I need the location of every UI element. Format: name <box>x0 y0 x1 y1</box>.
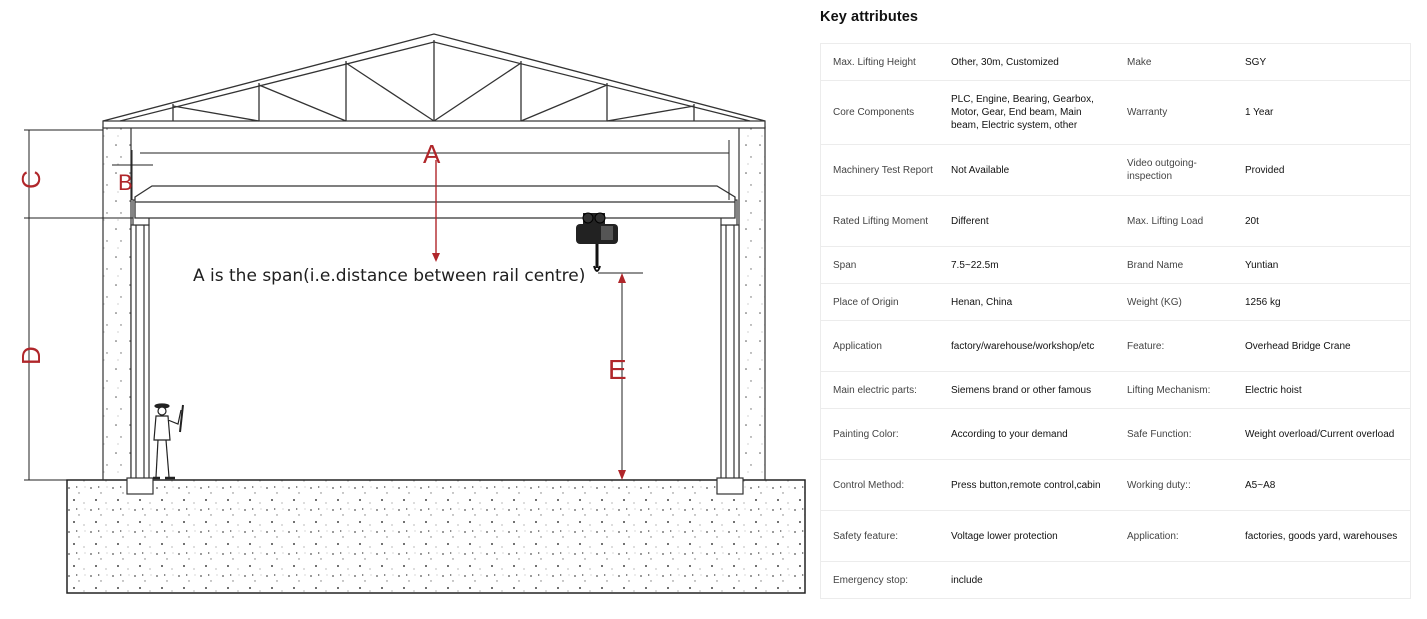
dimension-label-e: E <box>608 354 627 385</box>
attribute-value: Voltage lower protection <box>939 510 1115 562</box>
attribute-row: Control Method:Press button,remote contr… <box>820 459 1411 511</box>
dimension-label-c: C <box>16 170 46 189</box>
attribute-value: According to your demand <box>939 408 1115 460</box>
attribute-value: include <box>939 561 1115 599</box>
attribute-label: Feature: <box>1115 320 1233 372</box>
attribute-value: Other, 30m, Customized <box>939 43 1115 81</box>
dimension-label-b: B <box>118 170 133 195</box>
dimension-lines <box>24 129 730 481</box>
attribute-value: Henan, China <box>939 283 1115 321</box>
dimension-label-a: A <box>423 139 441 169</box>
attribute-value: Electric hoist <box>1233 371 1411 409</box>
attribute-value: Different <box>939 195 1115 247</box>
attribute-value: factories, goods yard, warehouses <box>1233 510 1411 562</box>
roof-beam <box>102 120 766 129</box>
attribute-value: 1 Year <box>1233 80 1411 145</box>
attribute-row: Emergency stop:include <box>820 561 1411 599</box>
bridge-girder <box>134 185 736 219</box>
crane-drawing: A B C D E A is the span(i.e.distance bet… <box>16 33 806 594</box>
span-caption: A is the span(i.e.distance between rail … <box>193 266 585 286</box>
attribute-value: Not Available <box>939 144 1115 196</box>
attribute-value: PLC, Engine, Bearing, Gearbox, Motor, Ge… <box>939 80 1115 145</box>
attribute-label <box>1115 561 1233 599</box>
dimension-arrows <box>618 273 626 480</box>
attribute-label: Span <box>820 246 939 284</box>
attribute-label: Warranty <box>1115 80 1233 145</box>
attribute-label: Application: <box>1115 510 1233 562</box>
attribute-label: Application <box>820 320 939 372</box>
attribute-label: Max. Lifting Load <box>1115 195 1233 247</box>
attribute-label: Lifting Mechanism: <box>1115 371 1233 409</box>
attribute-value: 1256 kg <box>1233 283 1411 321</box>
attribute-label: Control Method: <box>820 459 939 511</box>
worker-figure <box>153 403 184 480</box>
attribute-value: 7.5~22.5m <box>939 246 1115 284</box>
attribute-label: Brand Name <box>1115 246 1233 284</box>
attribute-label: Painting Color: <box>820 408 939 460</box>
attribute-label: Safety feature: <box>820 510 939 562</box>
attribute-label: Weight (KG) <box>1115 283 1233 321</box>
attribute-value: Weight overload/Current overload <box>1233 408 1411 460</box>
attribute-label: Safe Function: <box>1115 408 1233 460</box>
attribute-row: Main electric parts:Siemens brand or oth… <box>820 371 1411 409</box>
attribute-value: Siemens brand or other famous <box>939 371 1115 409</box>
electric-hoist <box>576 212 618 272</box>
roof-truss <box>102 33 766 122</box>
attribute-value: Press button,remote control,cabin <box>939 459 1115 511</box>
attribute-label: Working duty:: <box>1115 459 1233 511</box>
attribute-value: Yuntian <box>1233 246 1411 284</box>
crane-dimension-diagram: A B C D E A is the span(i.e.distance bet… <box>16 33 806 594</box>
attribute-label: Emergency stop: <box>820 561 939 599</box>
attribute-label: Max. Lifting Height <box>820 43 939 81</box>
attribute-label: Core Components <box>820 80 939 145</box>
attribute-label: Rated Lifting Moment <box>820 195 939 247</box>
key-attributes-title: Key attributes <box>820 9 919 25</box>
attribute-value: Provided <box>1233 144 1411 196</box>
attribute-label: Machinery Test Report <box>820 144 939 196</box>
span-pointer-arrow <box>432 253 440 262</box>
attribute-label: Main electric parts: <box>820 371 939 409</box>
attribute-value: factory/warehouse/workshop/etc <box>939 320 1115 372</box>
attribute-label: Make <box>1115 43 1233 81</box>
left-wall <box>102 126 132 481</box>
attribute-value: 20t <box>1233 195 1411 247</box>
attribute-label: Place of Origin <box>820 283 939 321</box>
right-wall <box>738 126 766 481</box>
attribute-value <box>1233 561 1411 599</box>
attribute-value: A5~A8 <box>1233 459 1411 511</box>
attribute-value: Overhead Bridge Crane <box>1233 320 1411 372</box>
dimension-label-d: D <box>16 346 46 365</box>
attribute-label: Video outgoing-inspection <box>1115 144 1233 196</box>
ground-slab <box>66 479 806 594</box>
attribute-value: SGY <box>1233 43 1411 81</box>
